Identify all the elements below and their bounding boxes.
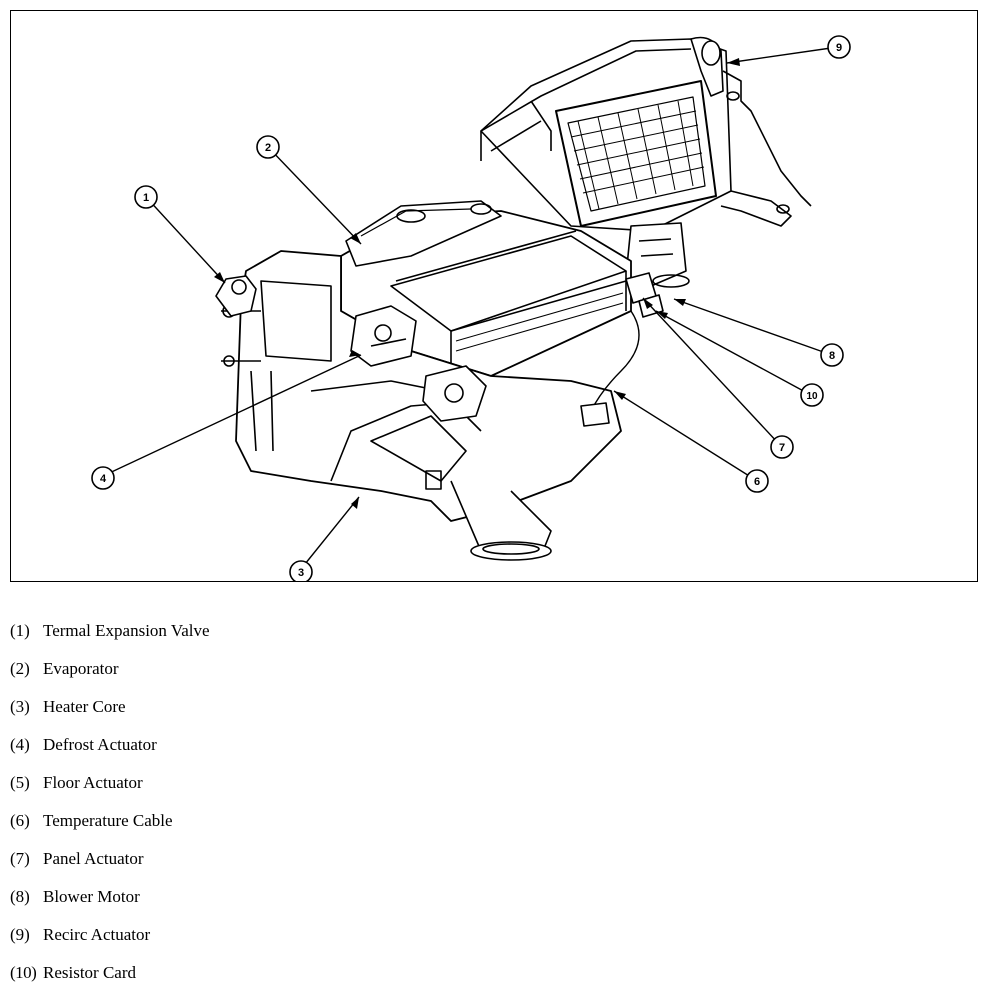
- callout-1: 1: [134, 185, 158, 209]
- svg-text:1: 1: [143, 192, 149, 204]
- legend-item-number: (6): [10, 811, 30, 830]
- callout-10: 10: [800, 383, 824, 407]
- legend-item-name: Heater Core: [43, 697, 126, 716]
- legend-item-name: Evaporator: [43, 659, 119, 678]
- legend-item-name: Blower Motor: [43, 887, 140, 906]
- legend-item: (10) Resistor Card: [10, 959, 570, 997]
- legend-item: (1) Termal Expansion Valve: [10, 617, 570, 655]
- recirc-door-grille: [555, 80, 717, 227]
- svg-text:8: 8: [829, 350, 835, 362]
- callout-3: 3: [289, 560, 313, 581]
- callout-9: 9: [827, 35, 851, 59]
- legend-item-number: (1): [10, 621, 30, 640]
- legend-item-name: Floor Actuator: [43, 773, 143, 792]
- callout-2: 2: [256, 135, 280, 159]
- svg-text:9: 9: [836, 42, 842, 54]
- diagram-frame: 1 2 3 4 6 7 8 9: [10, 10, 978, 582]
- callout-8: 8: [820, 343, 844, 367]
- legend-item-number: (3): [10, 697, 30, 716]
- leader-arrowheads: [214, 58, 740, 509]
- hvac-module-drawing: 1 2 3 4 6 7 8 9: [91, 35, 851, 581]
- legend-item: (4) Defrost Actuator: [10, 731, 570, 769]
- legend-item-number: (5): [10, 773, 30, 792]
- legend-item-name: Termal Expansion Valve: [43, 621, 210, 640]
- defrost-actuator: [350, 305, 417, 367]
- legend-item-number: (10): [10, 963, 37, 982]
- legend-item-name: Recirc Actuator: [43, 925, 151, 944]
- legend-item-name: Panel Actuator: [43, 849, 144, 868]
- callout-7: 7: [770, 435, 794, 459]
- legend-item: (2) Evaporator: [10, 655, 570, 693]
- svg-text:4: 4: [100, 473, 107, 485]
- temperature-cable: [580, 310, 640, 427]
- callout-4: 4: [91, 466, 115, 490]
- legend-item: (5) Floor Actuator: [10, 769, 570, 807]
- recirc-actuator: [690, 36, 812, 227]
- legend-item: (6) Temperature Cable: [10, 807, 570, 845]
- svg-text:6: 6: [754, 476, 760, 488]
- expansion-valve: [215, 275, 257, 317]
- leader-lines: [102, 46, 839, 570]
- legend-item-name: Temperature Cable: [43, 811, 173, 830]
- legend-item: (7) Panel Actuator: [10, 845, 570, 883]
- legend-item-number: (2): [10, 659, 30, 678]
- legend-item: (8) Blower Motor: [10, 883, 570, 921]
- legend-item: (3) Heater Core: [10, 693, 570, 731]
- legend-item-name: Defrost Actuator: [43, 735, 157, 754]
- floor-actuator: [422, 365, 487, 422]
- legend-item-number: (9): [10, 925, 30, 944]
- svg-text:10: 10: [806, 391, 818, 402]
- legend-item-number: (8): [10, 887, 30, 906]
- svg-text:7: 7: [779, 442, 785, 454]
- legend-item: (9) Recirc Actuator: [10, 921, 570, 959]
- legend-item-name: Resistor Card: [43, 963, 137, 982]
- svg-text:2: 2: [265, 142, 271, 154]
- svg-text:3: 3: [298, 567, 304, 579]
- callout-6: 6: [745, 469, 769, 493]
- legend-item-number: (4): [10, 735, 30, 754]
- legend-item-number: (7): [10, 849, 30, 868]
- legend-list: (1)Termal Expansion Valve (2)Evaporator …: [10, 617, 570, 997]
- evaporator-core: [345, 200, 502, 267]
